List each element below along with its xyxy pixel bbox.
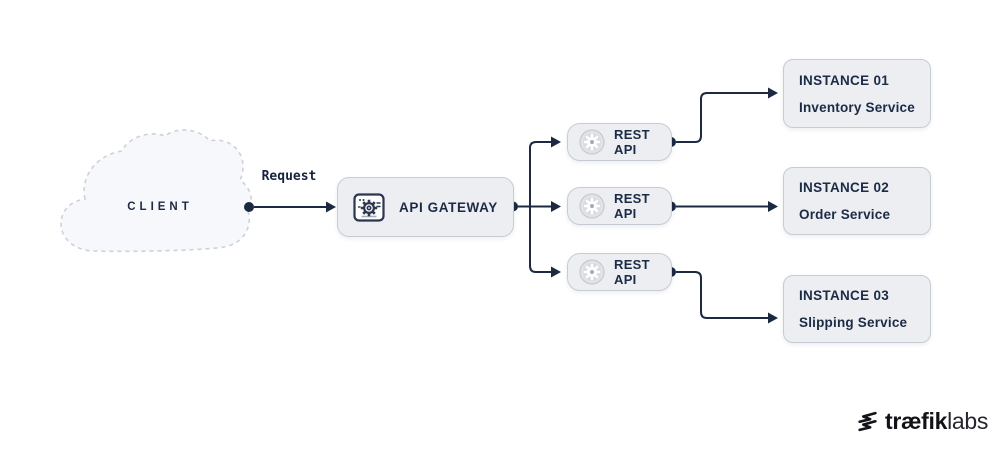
rest-api-node-3: REST API [567, 253, 672, 291]
client-node-label: CLIENT [127, 201, 193, 213]
instance-node-1: INSTANCE 01 Inventory Service [783, 59, 931, 128]
rest-api-label: REST API [614, 127, 650, 157]
gear-icon [579, 259, 605, 285]
connector-rest3-instance3 [666, 267, 778, 324]
rest-api-label: REST API [614, 191, 650, 221]
instance-title: INSTANCE 02 [799, 180, 890, 195]
instance-node-3: INSTANCE 03 Slipping Service [783, 275, 931, 343]
instance-subtitle: Slipping Service [799, 315, 908, 330]
traefik-labs-logo-icon [858, 411, 877, 431]
rest-api-label: REST API [614, 257, 650, 287]
instance-node-2: INSTANCE 02 Order Service [783, 167, 931, 235]
instance-title: INSTANCE 01 [799, 72, 890, 88]
brand-word-bold: træfik [885, 408, 948, 434]
rest-api-node-2: REST API [567, 187, 672, 225]
connector-client-gateway [244, 201, 336, 213]
traefik-labs-logo: træfiklabs [856, 408, 988, 434]
gear-icon [579, 129, 605, 155]
api-window-gear-icon [353, 193, 385, 222]
instance-title: INSTANCE 03 [799, 288, 890, 303]
connector-rest1-instance1 [666, 87, 778, 147]
connector-gateway-fanout [508, 136, 561, 278]
brand-word-light: labs [947, 408, 989, 434]
rest-api-node-1: REST API [567, 123, 672, 161]
client-cloud-shape [60, 129, 252, 253]
api-gateway-label: API GATEWAY [399, 199, 498, 215]
instance-subtitle: Inventory Service [799, 99, 915, 115]
connector-rest2-instance2 [666, 201, 778, 212]
api-gateway-node: API GATEWAY [337, 177, 514, 237]
request-arrow-label: Request [261, 169, 317, 184]
instance-subtitle: Order Service [799, 207, 891, 222]
gear-icon [579, 193, 605, 219]
